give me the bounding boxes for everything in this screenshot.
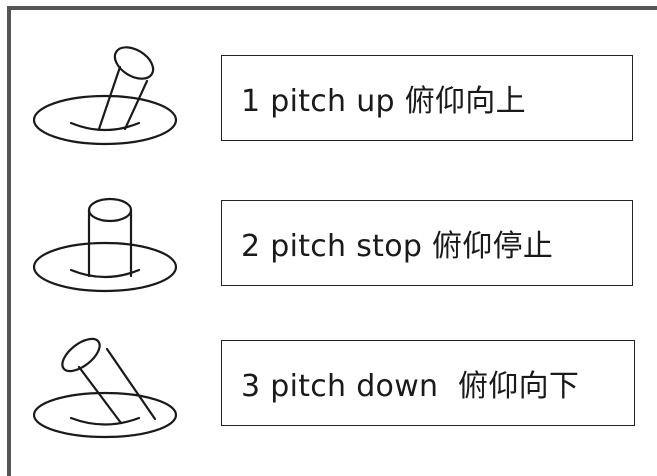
pitch-down-label-box: 3 pitch down 俯仰向下 (221, 340, 635, 426)
joystick-upright-icon (33, 197, 178, 293)
pitch-stop-label: 2 pitch stop 俯仰停止 (241, 229, 554, 264)
pitch-up-label: 1 pitch up 俯仰向上 (241, 84, 526, 119)
pitch-down-label: 3 pitch down 俯仰向下 (241, 369, 580, 404)
pitch-up-label-box: 1 pitch up 俯仰向上 (221, 55, 633, 141)
pitch-stop-label-box: 2 pitch stop 俯仰停止 (221, 200, 633, 286)
joystick-tilted-back-icon (33, 337, 178, 439)
joystick-tilted-forward-icon (33, 46, 178, 146)
diagram-frame (7, 6, 657, 476)
